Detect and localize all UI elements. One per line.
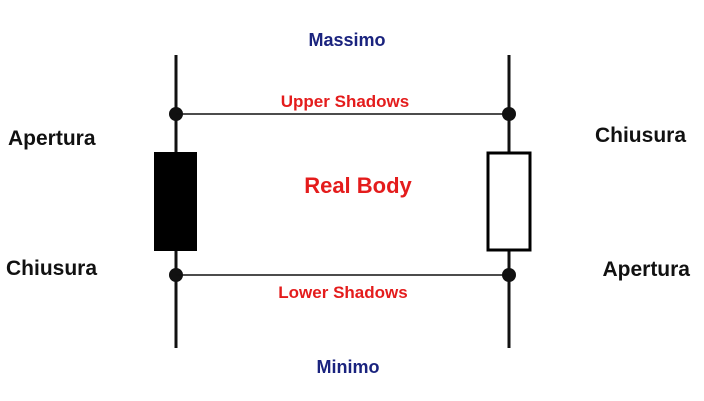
massimo-label: Massimo [308,30,385,50]
real-body-label: Real Body [304,173,412,198]
left-open-label: Apertura [8,127,96,150]
minimo-label: Minimo [317,357,380,377]
left-candle-body [154,152,197,251]
left-candle [154,55,197,348]
upper-shadows-label: Upper Shadows [281,92,409,111]
right-candle [486,55,532,348]
left-close-label: Chiusura [6,257,97,280]
right-open-label: Apertura [602,258,690,281]
right-candle-body [486,151,532,252]
right-close-label: Chiusura [595,124,686,147]
lower-shadows-label: Lower Shadows [278,283,407,302]
